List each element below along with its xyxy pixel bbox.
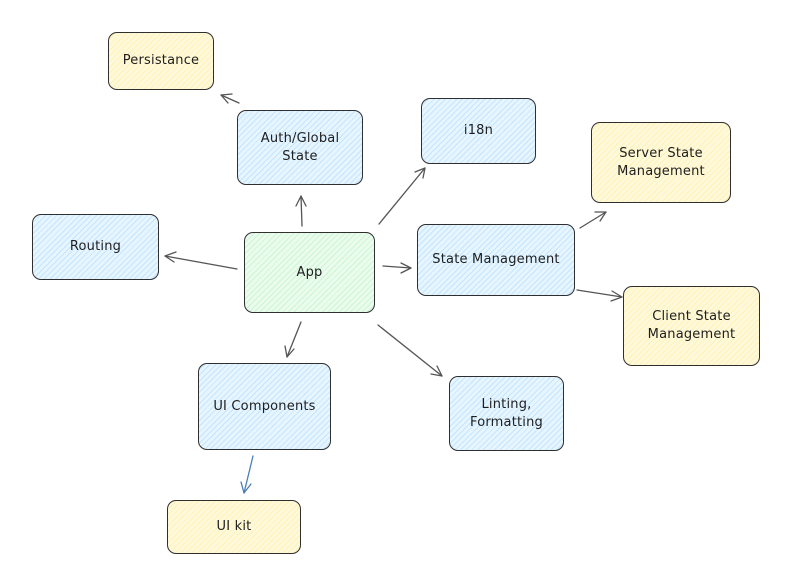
arrow-app-to-ui-components xyxy=(284,321,302,358)
arrow-state-management-to-client-state xyxy=(576,289,623,302)
arrow-app-to-linting xyxy=(377,324,443,377)
node-state-management: State Management xyxy=(417,224,575,296)
arrow-app-to-i18n xyxy=(378,167,426,225)
arrow-app-to-routing xyxy=(164,251,238,270)
node-i18n: i18n xyxy=(421,98,536,164)
node-client-state-management: Client State Management xyxy=(623,286,760,366)
arrow-auth-to-persistance xyxy=(220,93,240,104)
node-ui-kit: UI kit xyxy=(167,500,301,554)
arrow-app-to-state-management xyxy=(382,262,412,274)
node-server-state-management: Server State Management xyxy=(591,122,731,203)
node-app: App xyxy=(244,232,375,313)
node-persistance: Persistance xyxy=(108,32,214,90)
arrow-app-to-auth xyxy=(295,195,307,227)
node-linting-formatting: Linting, Formatting xyxy=(449,376,564,451)
arrow-ui-components-to-ui-kit xyxy=(240,455,254,494)
node-auth-global-state: Auth/Global State xyxy=(237,110,363,185)
arrow-state-management-to-server-state xyxy=(579,211,607,229)
node-routing: Routing xyxy=(32,214,159,280)
node-ui-components: UI Components xyxy=(198,363,331,450)
